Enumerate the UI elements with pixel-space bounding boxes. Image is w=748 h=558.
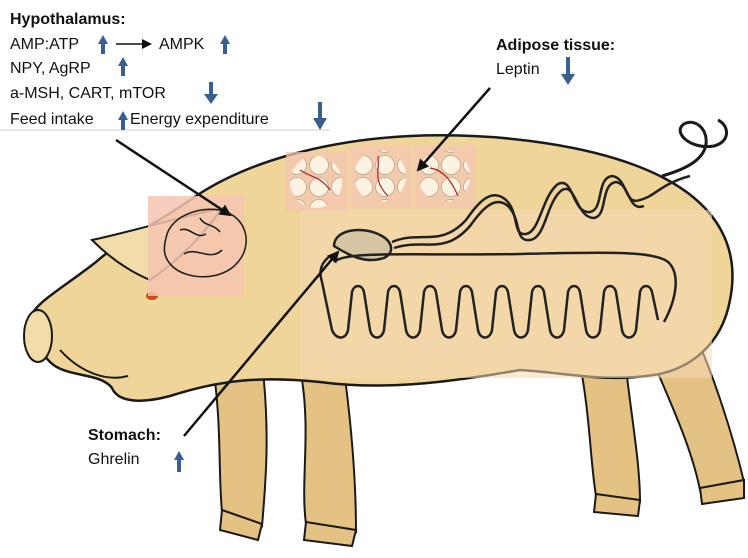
up-arrow-icon: [118, 111, 128, 130]
feed-intake-label: Feed intake: [10, 112, 94, 128]
amp-atp-label: AMP:ATP: [10, 37, 79, 53]
adipose-cells-panel: [286, 146, 476, 212]
down-arrow-icon: [561, 57, 575, 85]
stomach-heading: Stomach:: [88, 428, 161, 444]
up-arrow-icon: [220, 35, 230, 54]
pig-tail: [662, 120, 727, 176]
down-arrow-icon: [313, 102, 327, 130]
up-arrow-icon: [98, 35, 108, 54]
pig-snout: [24, 310, 52, 362]
leptin-label: Leptin: [496, 62, 540, 78]
down-arrow-icon: [204, 82, 218, 104]
ghrelin-label: Ghrelin: [88, 452, 140, 468]
hypothalamus-heading: Hypothalamus:: [10, 12, 126, 28]
amsh-cart-mtor-label: a-MSH, CART, mTOR: [10, 86, 166, 102]
up-arrow-icon: [118, 57, 128, 76]
up-arrow-icon: [174, 451, 184, 472]
npy-agrp-label: NPY, AgRP: [10, 61, 91, 77]
energy-expenditure-label: Energy expenditure: [130, 112, 269, 128]
adipose-heading: Adipose tissue:: [496, 38, 615, 54]
ampk-label: AMPK: [159, 37, 204, 53]
